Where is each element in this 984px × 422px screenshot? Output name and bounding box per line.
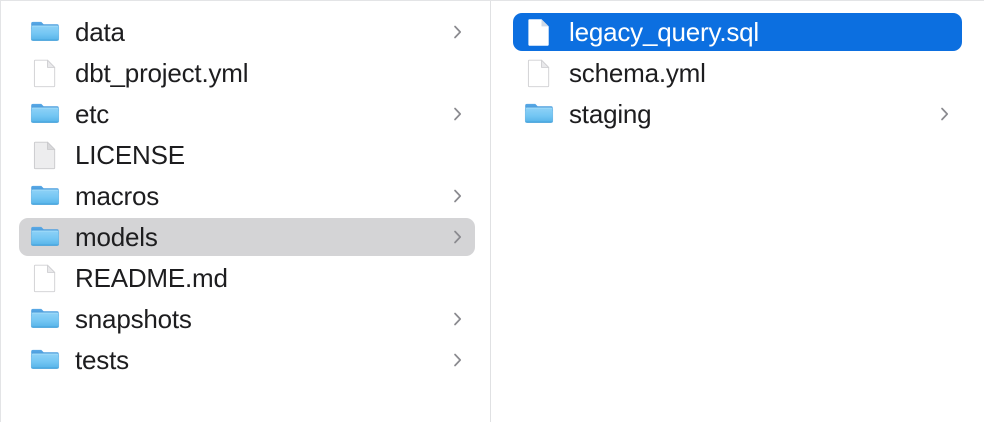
file-row[interactable]: legacy_query.sql xyxy=(513,13,962,51)
item-label: tests xyxy=(75,345,129,375)
item-label: snapshots xyxy=(75,304,192,334)
folder-row[interactable]: data xyxy=(19,13,475,51)
folder-icon xyxy=(30,344,60,376)
folder-icon xyxy=(30,221,60,253)
folder-icon xyxy=(30,98,60,130)
item-label: schema.yml xyxy=(569,58,706,88)
item-label: dbt_project.yml xyxy=(75,58,249,88)
folder-icon xyxy=(30,180,60,212)
chevron-right-icon[interactable] xyxy=(938,103,952,125)
item-label: LICENSE xyxy=(75,140,185,170)
folder-icon xyxy=(524,98,554,130)
document-icon xyxy=(524,16,554,48)
file-row[interactable]: schema.yml xyxy=(513,54,962,92)
chevron-right-icon[interactable] xyxy=(451,103,465,125)
item-label: models xyxy=(75,222,158,252)
chevron-right-icon[interactable] xyxy=(451,226,465,248)
item-label: macros xyxy=(75,181,160,211)
chevron-right-icon[interactable] xyxy=(451,21,465,43)
item-label: data xyxy=(75,17,125,47)
chevron-spacer xyxy=(938,62,952,84)
document-icon xyxy=(30,262,60,294)
file-list-column-child[interactable]: legacy_query.sql schema.yml staging xyxy=(491,1,984,422)
folder-row[interactable]: tests xyxy=(19,341,475,379)
folder-row[interactable]: snapshots xyxy=(19,300,475,338)
chevron-spacer xyxy=(451,144,465,166)
file-row[interactable]: LICENSE xyxy=(19,136,475,174)
item-label: legacy_query.sql xyxy=(569,17,759,47)
chevron-right-icon[interactable] xyxy=(451,349,465,371)
chevron-right-icon[interactable] xyxy=(451,185,465,207)
folder-row[interactable]: etc xyxy=(19,95,475,133)
document-generic-icon xyxy=(30,139,60,171)
file-row[interactable]: dbt_project.yml xyxy=(19,54,475,92)
chevron-spacer xyxy=(451,267,465,289)
folder-row[interactable]: staging xyxy=(513,95,962,133)
folder-icon xyxy=(30,16,60,48)
document-icon xyxy=(30,57,60,89)
item-label: README.md xyxy=(75,263,228,293)
folder-row[interactable]: macros xyxy=(19,177,475,215)
folder-icon xyxy=(30,303,60,335)
chevron-spacer xyxy=(451,62,465,84)
file-row[interactable]: README.md xyxy=(19,259,475,297)
chevron-spacer xyxy=(938,21,952,43)
document-icon xyxy=(524,57,554,89)
folder-row[interactable]: models xyxy=(19,218,475,256)
item-label: staging xyxy=(569,99,652,129)
item-label: etc xyxy=(75,99,110,129)
chevron-right-icon[interactable] xyxy=(451,308,465,330)
